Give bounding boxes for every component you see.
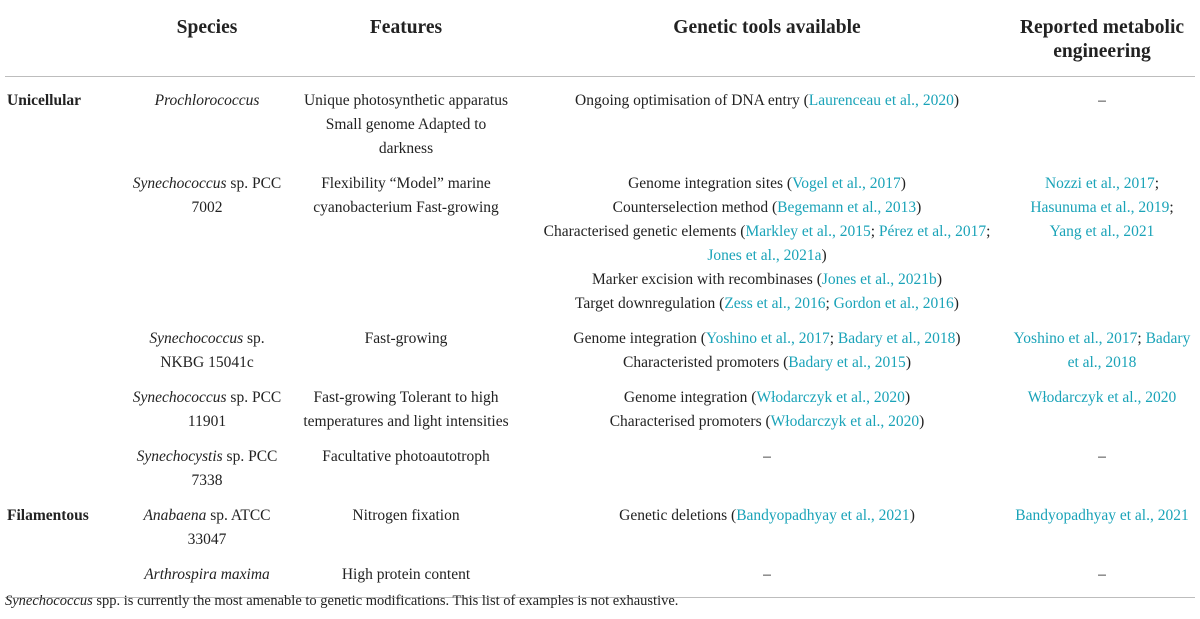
table-header: Species Features Genetic tools available… <box>5 4 1195 77</box>
group-label-unicellular: Unicellular <box>7 92 82 109</box>
table-row: Filamentous Anabaena sp. ATCC 33047 Nitr… <box>5 496 1195 555</box>
table-footnote: Synechococcus spp. is currently the most… <box>5 593 679 609</box>
metabolic-cell: Włodarczyk et al., 2020 <box>1009 378 1195 437</box>
species-cell: Synechococcus sp. PCC 11901 <box>132 389 282 430</box>
citation-link[interactable]: Włodarczyk et al., 2020 <box>1027 389 1177 406</box>
citation-link[interactable]: Jones et al., 2021a <box>707 247 822 264</box>
table-row: Synechococcus sp. PCC 7002 Flexibility “… <box>5 164 1195 319</box>
tools-cell: Genome integration (Yoshino et al., 2017… <box>573 330 961 371</box>
header-metabolic: Reported metabolic engineering <box>1009 4 1195 77</box>
table-row: Synechococcus sp. PCC 11901 Fast-growing… <box>5 378 1195 437</box>
citation-link[interactable]: Bandyopadhyay et al., 2021 <box>1015 507 1189 524</box>
metabolic-cell: Yoshino et al., 2017; Badary et al., 201… <box>1013 330 1191 371</box>
tools-cell: – <box>525 555 1009 598</box>
citation-link[interactable]: Badary et al., 2018 <box>1067 330 1191 371</box>
tools-cell: Genome integration (Włodarczyk et al., 2… <box>609 389 925 430</box>
citation-link[interactable]: Włodarczyk et al., 2020 <box>756 389 905 406</box>
species-cell: Synechococcus sp. NKBG 15041c <box>149 330 265 371</box>
citation-link[interactable]: Badary et al., 2015 <box>788 354 906 371</box>
citation-link[interactable]: Begemann et al., 2013 <box>777 199 917 216</box>
metabolic-cell: – <box>1098 92 1106 109</box>
citation-link[interactable]: Nozzi et al., 2017 <box>1044 175 1155 192</box>
citation-link[interactable]: Zess et al., 2016 <box>724 295 826 312</box>
citation-link[interactable]: Hasunuma et al., 2019 <box>1030 199 1170 216</box>
features-cell: Facultative photoautotroph <box>322 448 490 465</box>
group-label-filamentous: Filamentous <box>7 507 89 524</box>
header-features: Features <box>287 4 525 77</box>
citation-link[interactable]: Vogel et al., 2017 <box>792 175 901 192</box>
citation-link[interactable]: Jones et al., 2021b <box>821 271 937 288</box>
metabolic-cell: – <box>1009 555 1195 598</box>
species-cell: Arthrospira maxima <box>127 555 287 598</box>
metabolic-cell: Bandyopadhyay et al., 2021 <box>1009 496 1195 555</box>
features-cell: Fast-growing <box>364 330 448 347</box>
species-cell: Prochlorococcus <box>154 92 260 109</box>
species-cell: Synechococcus sp. PCC 7002 <box>132 175 282 216</box>
header-species: Species <box>127 4 287 77</box>
citation-link[interactable]: Gordon et al., 2016 <box>833 295 954 312</box>
header-group <box>5 4 127 77</box>
citation-link[interactable]: Yoshino et al., 2017 <box>1013 330 1138 347</box>
citation-link[interactable]: Markley et al., 2015 <box>745 223 871 240</box>
table-row: Synechococcus sp. NKBG 15041c Fast-growi… <box>5 319 1195 378</box>
citation-link[interactable]: Badary et al., 2018 <box>837 330 956 347</box>
species-cell: Synechocystis sp. PCC 7338 <box>136 448 278 489</box>
tools-cell: Ongoing optimisation of DNA entry (Laure… <box>575 92 959 109</box>
citation-link[interactable]: Laurenceau et al., 2020 <box>808 92 954 109</box>
features-cell: Fast-growing Tolerant to high temperatur… <box>303 389 509 430</box>
tools-cell: Genome integration sites (Vogel et al., … <box>543 175 991 312</box>
table-row: Synechocystis sp. PCC 7338 Facultative p… <box>5 437 1195 496</box>
features-cell: Nitrogen fixation <box>352 507 460 524</box>
header-tools: Genetic tools available <box>525 4 1009 77</box>
tools-cell: Genetic deletions (Bandyopadhyay et al.,… <box>619 507 915 524</box>
species-cell: Anabaena sp. ATCC 33047 <box>143 507 271 548</box>
citation-link[interactable]: Yoshino et al., 2017 <box>705 330 830 347</box>
citation-link[interactable]: Yang et al., 2021 <box>1049 223 1155 240</box>
citation-link[interactable]: Bandyopadhyay et al., 2021 <box>736 507 910 524</box>
citation-link[interactable]: Pérez et al., 2017 <box>878 223 987 240</box>
metabolic-cell: Nozzi et al., 2017; Hasunuma et al., 201… <box>1030 175 1174 240</box>
features-cell: Flexibility “Model” marine cyanobacteriu… <box>313 175 499 216</box>
metabolic-cell: – <box>1098 448 1106 465</box>
data-table: Species Features Genetic tools available… <box>5 4 1195 598</box>
tools-cell: – <box>763 448 771 465</box>
features-cell: High protein content <box>287 555 525 598</box>
features-cell: Unique photosynthetic apparatus Small ge… <box>303 92 509 157</box>
table-row: Arthrospira maxima High protein content … <box>5 555 1195 598</box>
table-row: Unicellular Prochlorococcus Unique photo… <box>5 77 1195 165</box>
citation-link[interactable]: Włodarczyk et al., 2020 <box>770 413 920 430</box>
